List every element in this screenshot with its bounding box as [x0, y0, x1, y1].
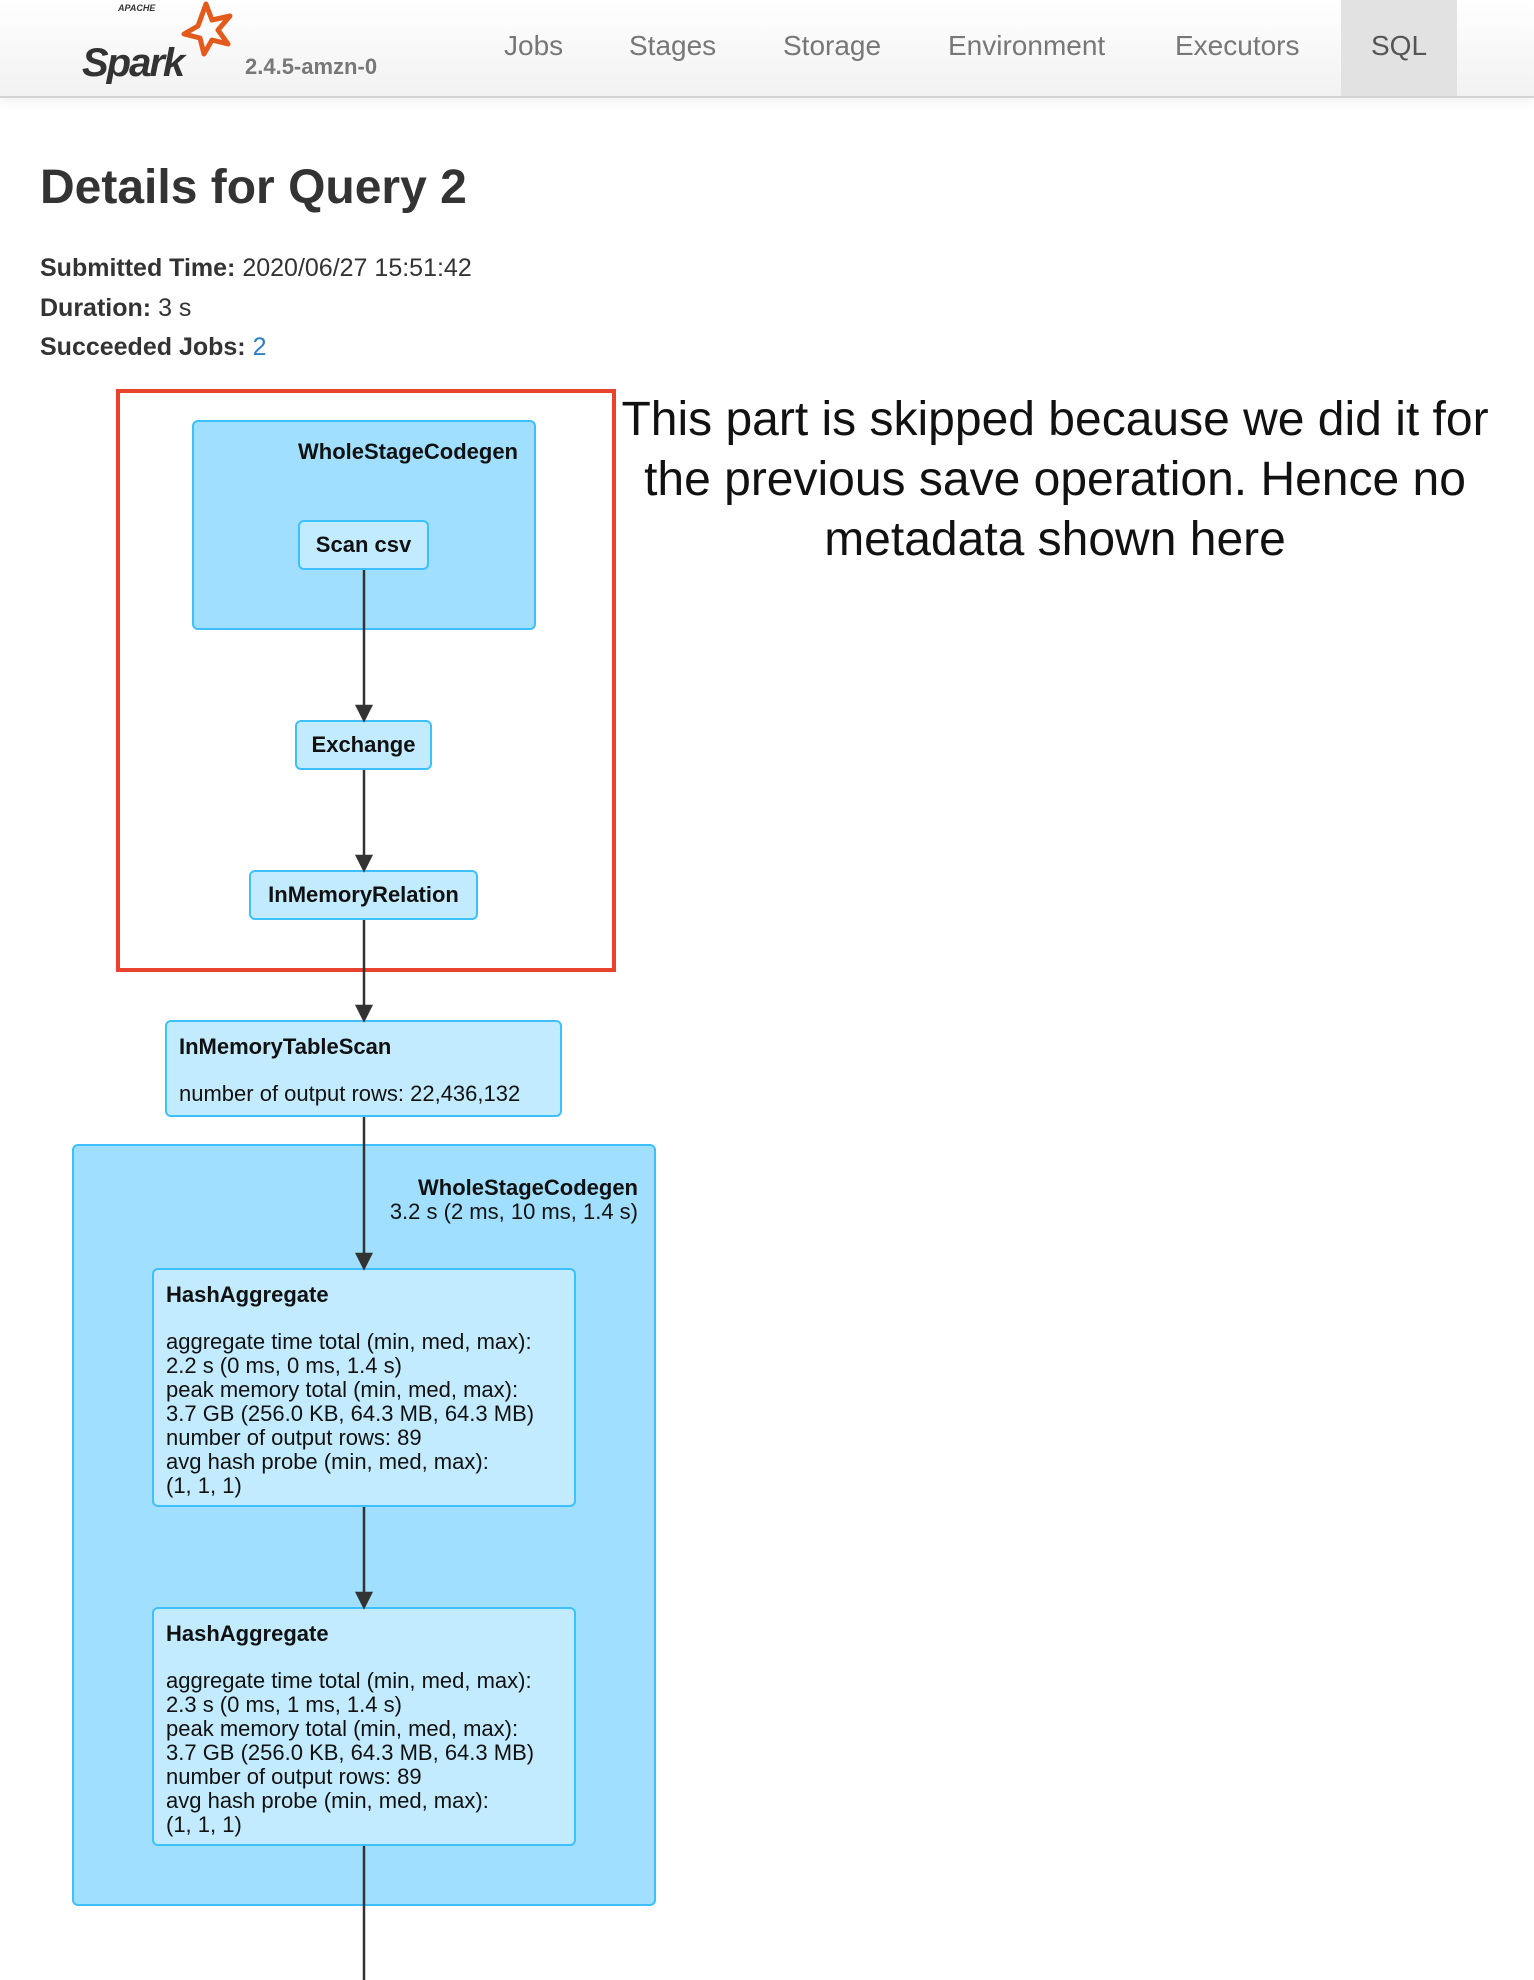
duration-value: 3 s — [158, 294, 192, 322]
nav-stages[interactable]: Stages — [629, 30, 717, 61]
succeeded-jobs-label: Succeeded Jobs: — [40, 333, 246, 361]
node-scan-csv[interactable]: Scan csv — [298, 520, 429, 570]
svg-text:Spark: Spark — [82, 41, 187, 84]
duration-label: Duration: — [40, 294, 152, 322]
nav-storage[interactable]: Storage — [783, 30, 882, 61]
nav-jobs[interactable]: Jobs — [504, 30, 564, 61]
succeeded-jobs-link[interactable]: 2 — [252, 333, 267, 361]
nav-sql[interactable]: SQL — [1341, 0, 1458, 96]
navbar: APACHE Spark 2.4.5-amzn-0 Jobs Stages St… — [0, 0, 1534, 98]
node-metrics: aggregate time total (min, med, max): 2.… — [166, 1329, 535, 1498]
succeeded-jobs: Succeeded Jobs: 2 — [40, 333, 267, 362]
annotation-text: This part is skipped because we did it f… — [621, 393, 1489, 566]
nav-executors[interactable]: Executors — [1175, 30, 1300, 61]
node-exchange[interactable]: Exchange — [295, 720, 432, 770]
node-title: HashAggregate — [166, 1282, 329, 1307]
node-metrics: number of output rows: 22,436,132 — [179, 1081, 521, 1106]
skipped-highlight-box — [116, 389, 616, 972]
cluster-metrics: 3.2 s (2 ms, 10 ms, 1.4 s) — [389, 1199, 638, 1224]
spark-logo[interactable]: APACHE Spark — [78, 0, 238, 84]
node-metrics: aggregate time total (min, med, max): 2.… — [166, 1668, 535, 1837]
svg-text:APACHE: APACHE — [117, 3, 156, 13]
node-hash-aggregate-2[interactable]: HashAggregate aggregate time total (min,… — [152, 1607, 576, 1846]
nav-environment[interactable]: Environment — [948, 30, 1106, 61]
node-hash-aggregate-1[interactable]: HashAggregate aggregate time total (min,… — [152, 1268, 576, 1507]
arrow-head — [354, 704, 374, 723]
submitted-time-value: 2020/06/27 15:51:42 — [242, 254, 472, 282]
page-title: Details for Query 2 — [40, 161, 467, 214]
spark-version: 2.4.5-amzn-0 — [245, 54, 378, 79]
arrow-head — [354, 1004, 374, 1023]
node-title: HashAggregate — [166, 1621, 329, 1646]
cluster-label: WholeStageCodegen — [297, 439, 518, 464]
node-title: InMemoryTableScan — [179, 1034, 392, 1059]
node-in-memory-table-scan[interactable]: InMemoryTableScan number of output rows:… — [165, 1020, 562, 1117]
duration: Duration: 3 s — [40, 294, 191, 323]
arrow-head — [354, 1591, 374, 1610]
arrow-head — [354, 854, 374, 873]
submitted-time: Submitted Time: 2020/06/27 15:51:42 — [40, 254, 472, 283]
submitted-time-label: Submitted Time: — [40, 254, 236, 282]
node-in-memory-relation[interactable]: InMemoryRelation — [249, 870, 478, 920]
arrow-head — [354, 1252, 374, 1271]
